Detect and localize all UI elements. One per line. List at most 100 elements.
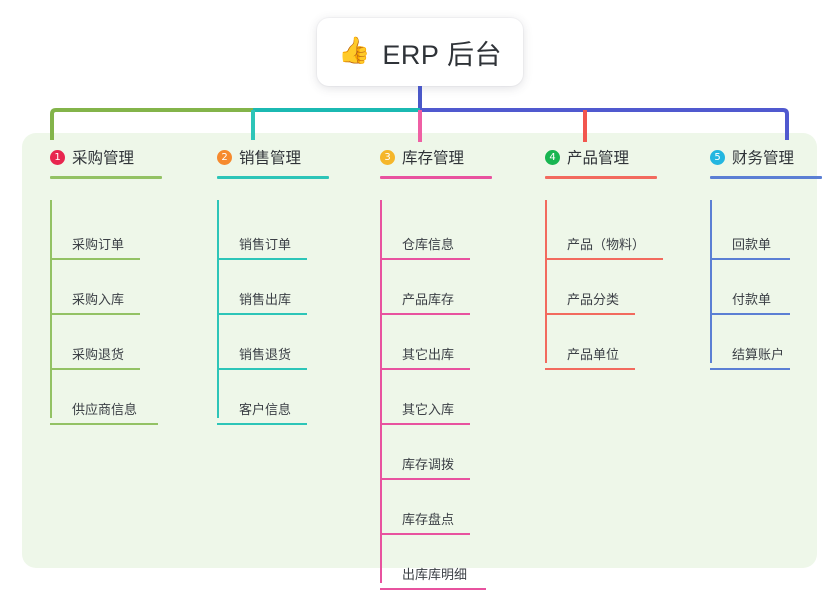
branch-header-2[interactable]: 2 销售管理 xyxy=(203,145,363,179)
branch-number-badge: 3 xyxy=(380,149,395,165)
branch-spine xyxy=(710,200,712,363)
leaf-item[interactable]: 销售出库 xyxy=(203,264,363,319)
leaf-item[interactable]: 仓库信息 xyxy=(366,209,536,264)
leaf-item[interactable]: 客户信息 xyxy=(203,374,363,429)
leaf-item-underline xyxy=(50,368,140,370)
leaf-item-underline xyxy=(380,258,470,260)
leaf-item-underline xyxy=(545,368,635,370)
leaf-item[interactable]: 采购入库 xyxy=(36,264,196,319)
branch-header-3[interactable]: 3 库存管理 xyxy=(366,145,536,179)
leaf-item-underline xyxy=(217,258,307,260)
leaf-item-underline xyxy=(380,313,470,315)
branch-number-badge: 1 xyxy=(50,149,65,165)
branch-spine xyxy=(380,200,382,583)
branch-title: 财务管理 xyxy=(732,150,795,167)
leaf-item-label: 销售退货 xyxy=(239,347,292,362)
branch-column-1: 1 采购管理采购订单采购入库采购退货供应商信息 xyxy=(36,145,196,429)
leaf-item-underline xyxy=(380,368,470,370)
branch-underline xyxy=(545,176,657,179)
branch-column-2: 2 销售管理销售订单销售出库销售退货客户信息 xyxy=(203,145,363,429)
leaf-item-label: 销售订单 xyxy=(239,237,292,252)
leaf-item-underline xyxy=(545,258,663,260)
leaf-item-label: 产品（物料） xyxy=(567,237,646,252)
leaf-item[interactable]: 销售订单 xyxy=(203,209,363,264)
leaf-item[interactable]: 销售退货 xyxy=(203,319,363,374)
branch-underline xyxy=(380,176,492,179)
branch-title: 产品管理 xyxy=(567,150,630,167)
leaf-item[interactable]: 结算账户 xyxy=(696,319,839,374)
leaf-item-label: 库存盘点 xyxy=(402,512,455,527)
leaf-item[interactable]: 供应商信息 xyxy=(36,374,196,429)
leaf-item-label: 其它入库 xyxy=(402,402,455,417)
leaf-item-underline xyxy=(50,423,158,425)
leaf-item[interactable]: 采购退货 xyxy=(36,319,196,374)
root-trunk-connector xyxy=(418,86,422,110)
branch-spine xyxy=(217,200,219,418)
branch-spine xyxy=(50,200,52,418)
branch-underline xyxy=(50,176,162,179)
branch-items: 销售订单销售出库销售退货客户信息 xyxy=(203,200,363,429)
leaf-item-label: 采购入库 xyxy=(72,292,125,307)
branch-title: 库存管理 xyxy=(402,150,465,167)
leaf-item-label: 其它出库 xyxy=(402,347,455,362)
leaf-item-underline xyxy=(380,478,470,480)
branch-items: 回款单付款单结算账户 xyxy=(696,200,839,374)
leaf-item-label: 采购订单 xyxy=(72,237,125,252)
leaf-item[interactable]: 产品分类 xyxy=(531,264,701,319)
leaf-item-underline xyxy=(217,313,307,315)
branch-underline xyxy=(217,176,329,179)
leaf-item-underline xyxy=(50,258,140,260)
leaf-item-label: 产品库存 xyxy=(402,292,455,307)
root-node-card[interactable]: 👍 ERP 后台 xyxy=(317,18,523,86)
branch-number-badge: 2 xyxy=(217,149,232,165)
leaf-item[interactable]: 产品单位 xyxy=(531,319,701,374)
leaf-item-underline xyxy=(217,368,307,370)
leaf-item-label: 供应商信息 xyxy=(72,402,138,417)
leaf-item-underline xyxy=(217,423,307,425)
leaf-item[interactable]: 库存调拨 xyxy=(366,429,536,484)
branch-title: 销售管理 xyxy=(239,150,302,167)
leaf-item-underline xyxy=(380,588,486,590)
leaf-item-underline xyxy=(50,313,140,315)
branch-title: 采购管理 xyxy=(72,150,135,167)
branch-spine xyxy=(545,200,547,363)
leaf-item-label: 出库库明细 xyxy=(402,567,468,582)
branch-number-badge: 4 xyxy=(545,149,560,165)
root-node-title: ERP 后台 xyxy=(382,39,502,70)
leaf-item-label: 销售出库 xyxy=(239,292,292,307)
leaf-item-label: 产品单位 xyxy=(567,347,620,362)
leaf-item[interactable]: 其它出库 xyxy=(366,319,536,374)
leaf-item-label: 付款单 xyxy=(732,292,772,307)
leaf-item[interactable]: 产品（物料） xyxy=(531,209,701,264)
leaf-item[interactable]: 付款单 xyxy=(696,264,839,319)
leaf-item-label: 产品分类 xyxy=(567,292,620,307)
branch-header-1[interactable]: 1 采购管理 xyxy=(36,145,196,179)
leaf-item-underline xyxy=(710,368,790,370)
leaf-item-underline xyxy=(545,313,635,315)
branch-number-badge: 5 xyxy=(710,149,725,165)
leaf-item[interactable]: 其它入库 xyxy=(366,374,536,429)
leaf-item[interactable]: 回款单 xyxy=(696,209,839,264)
branch-items: 采购订单采购入库采购退货供应商信息 xyxy=(36,200,196,429)
branch-column-3: 3 库存管理仓库信息产品库存其它出库其它入库库存调拨库存盘点出库库明细 xyxy=(366,145,536,594)
leaf-item[interactable]: 产品库存 xyxy=(366,264,536,319)
leaf-item-label: 采购退货 xyxy=(72,347,125,362)
leaf-item-label: 客户信息 xyxy=(239,402,292,417)
branch-header-5[interactable]: 5 财务管理 xyxy=(696,145,839,179)
leaf-item-underline xyxy=(710,313,790,315)
leaf-item-label: 回款单 xyxy=(732,237,772,252)
thumbs-up-icon: 👍 xyxy=(338,36,371,66)
leaf-item-label: 库存调拨 xyxy=(402,457,455,472)
leaf-item[interactable]: 库存盘点 xyxy=(366,484,536,539)
leaf-item[interactable]: 采购订单 xyxy=(36,209,196,264)
leaf-item[interactable]: 出库库明细 xyxy=(366,539,536,594)
leaf-item-underline xyxy=(380,423,470,425)
content-panel xyxy=(22,133,817,568)
branch-column-5: 5 财务管理回款单付款单结算账户 xyxy=(696,145,839,374)
leaf-item-underline xyxy=(710,258,790,260)
branch-items: 产品（物料） 产品分类产品单位 xyxy=(531,200,701,374)
branch-header-4[interactable]: 4 产品管理 xyxy=(531,145,701,179)
leaf-item-underline xyxy=(380,533,470,535)
branch-column-4: 4 产品管理产品（物料） 产品分类产品单位 xyxy=(531,145,701,374)
leaf-item-label: 结算账户 xyxy=(732,347,785,362)
